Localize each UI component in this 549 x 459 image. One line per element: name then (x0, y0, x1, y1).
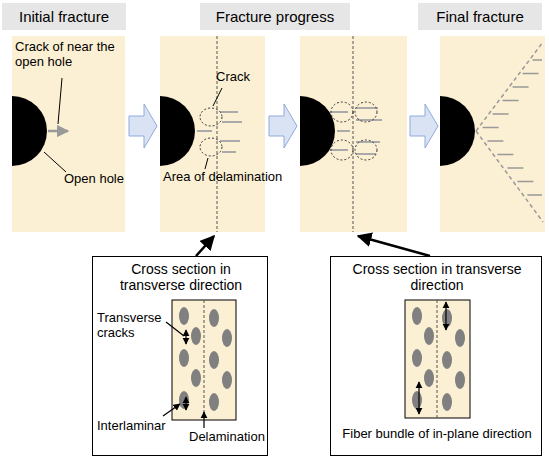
panel (440, 36, 545, 232)
leader-line (44, 152, 66, 172)
part-label: Interlaminar (97, 419, 171, 434)
part-label: Fiber bundle of in-plane direction (333, 427, 541, 442)
delamination-area (200, 108, 222, 126)
open-hole (440, 96, 475, 166)
panel (160, 36, 265, 232)
block-arrow (129, 104, 438, 148)
interlaminar-line (204, 300, 205, 420)
part-label: Delamination (189, 430, 267, 445)
annotation-label: Crack (216, 70, 264, 85)
panel (300, 36, 407, 232)
fracture-lines (476, 42, 543, 222)
pointer-arrow (358, 236, 430, 256)
center-line (353, 36, 354, 232)
cross-section-box: Cross section in transverse directionTra… (92, 256, 268, 456)
panel (12, 36, 125, 232)
annotation-label: Open hole (64, 172, 126, 187)
open-hole (160, 96, 195, 166)
leader-line (58, 78, 62, 124)
cross-section (172, 300, 236, 420)
heading-text: Final fracture (436, 8, 524, 25)
stage-header: Final fracture (418, 3, 542, 30)
annotation-label: Area of delamination (163, 170, 291, 185)
crack-line (48, 130, 68, 133)
heading-text: Fracture progress (216, 8, 334, 25)
leader-line (205, 158, 208, 169)
leader-line (213, 88, 222, 106)
open-hole (12, 96, 47, 166)
delamination-area (331, 102, 377, 160)
heading-text: Cross section in transverse direction (97, 261, 265, 293)
center-line (217, 36, 218, 232)
delamination-area (200, 138, 222, 156)
interlaminar-line (437, 300, 438, 418)
stage-header: Initial fracture (2, 3, 126, 30)
open-hole (300, 96, 335, 166)
heading-text: Initial fracture (19, 8, 109, 25)
stage-header: Fracture progress (200, 3, 350, 30)
heading-text: Cross section in transverse direction (335, 261, 539, 293)
cross-section-box: Cross section in transverse directionFib… (330, 256, 542, 456)
pointer-arrow (196, 236, 214, 256)
cross-section (405, 300, 470, 418)
annotation-label: Crack of near the open hole (15, 40, 115, 70)
crack-lines (197, 112, 242, 152)
fiber-bundles (179, 307, 465, 411)
crack-arrows (163, 302, 446, 428)
part-label: Transverse cracks (97, 311, 169, 341)
